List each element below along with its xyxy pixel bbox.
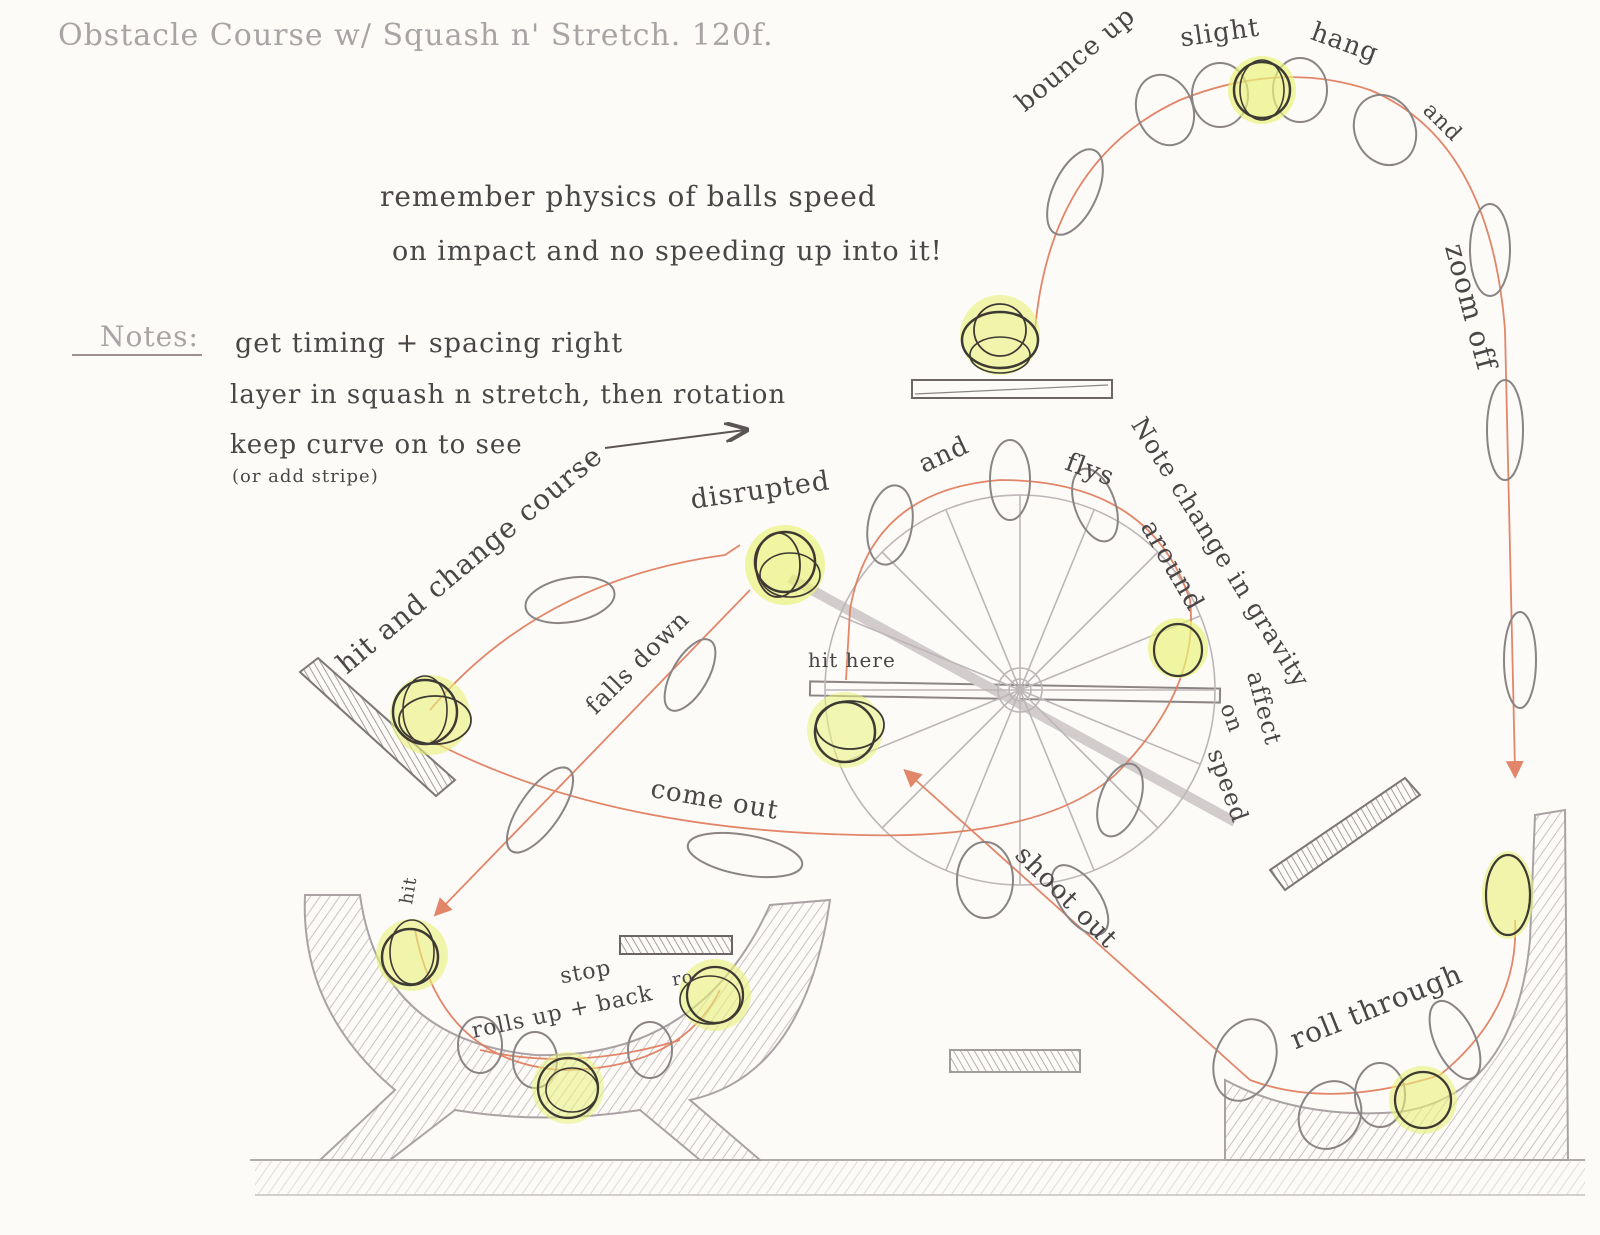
notes-line-3: keep curve on to see	[230, 430, 523, 460]
ball-squash-platform	[960, 295, 1040, 375]
label-hit-here: hit here	[808, 648, 896, 672]
top-platform	[911, 379, 1113, 399]
notes-heading: Notes:	[100, 320, 199, 353]
tilted-ramp-left	[298, 656, 457, 798]
ball-hit-here	[807, 692, 885, 768]
ball-quarter-pipe-bottom	[1389, 1066, 1457, 1134]
notes-arrow	[604, 430, 745, 449]
notes-heading-underline	[72, 354, 202, 356]
ball-wheel-arm	[1148, 618, 1208, 678]
ball-top-apex	[1228, 56, 1296, 124]
key-pose-balls	[376, 56, 1534, 1134]
page-title: Obstacle Course w/ Squash n' Stretch. 12…	[58, 18, 774, 53]
spinning-wheel	[824, 494, 1216, 886]
notes-line-1: get timing + spacing right	[235, 328, 624, 359]
motion-path	[414, 76, 1524, 1095]
notes-line-2: layer in squash n stretch, then rotation	[230, 380, 787, 410]
physics-note-line-2: on impact and no speeding up into it!	[392, 236, 943, 267]
ground-line	[250, 1159, 1585, 1196]
ball-bowl-hit	[376, 919, 448, 991]
ball-bowl-right	[679, 959, 751, 1031]
tilted-ramp-right	[1268, 776, 1422, 892]
diagonal-rail	[787, 573, 1238, 827]
ball-disrupted	[745, 525, 825, 605]
ball-bowl-bottom	[532, 1052, 604, 1124]
small-platform-mid	[619, 935, 733, 955]
bowl-obstacle	[303, 894, 832, 1161]
small-platform-bottom	[949, 1049, 1081, 1073]
notes-line-4: (or add stripe)	[232, 466, 379, 487]
ball-hit-ramp	[390, 675, 472, 755]
physics-note-line-1: remember physics of balls speed	[380, 180, 877, 213]
label-ro: ro	[670, 966, 696, 991]
ball-quarter-pipe-top	[1482, 851, 1534, 939]
